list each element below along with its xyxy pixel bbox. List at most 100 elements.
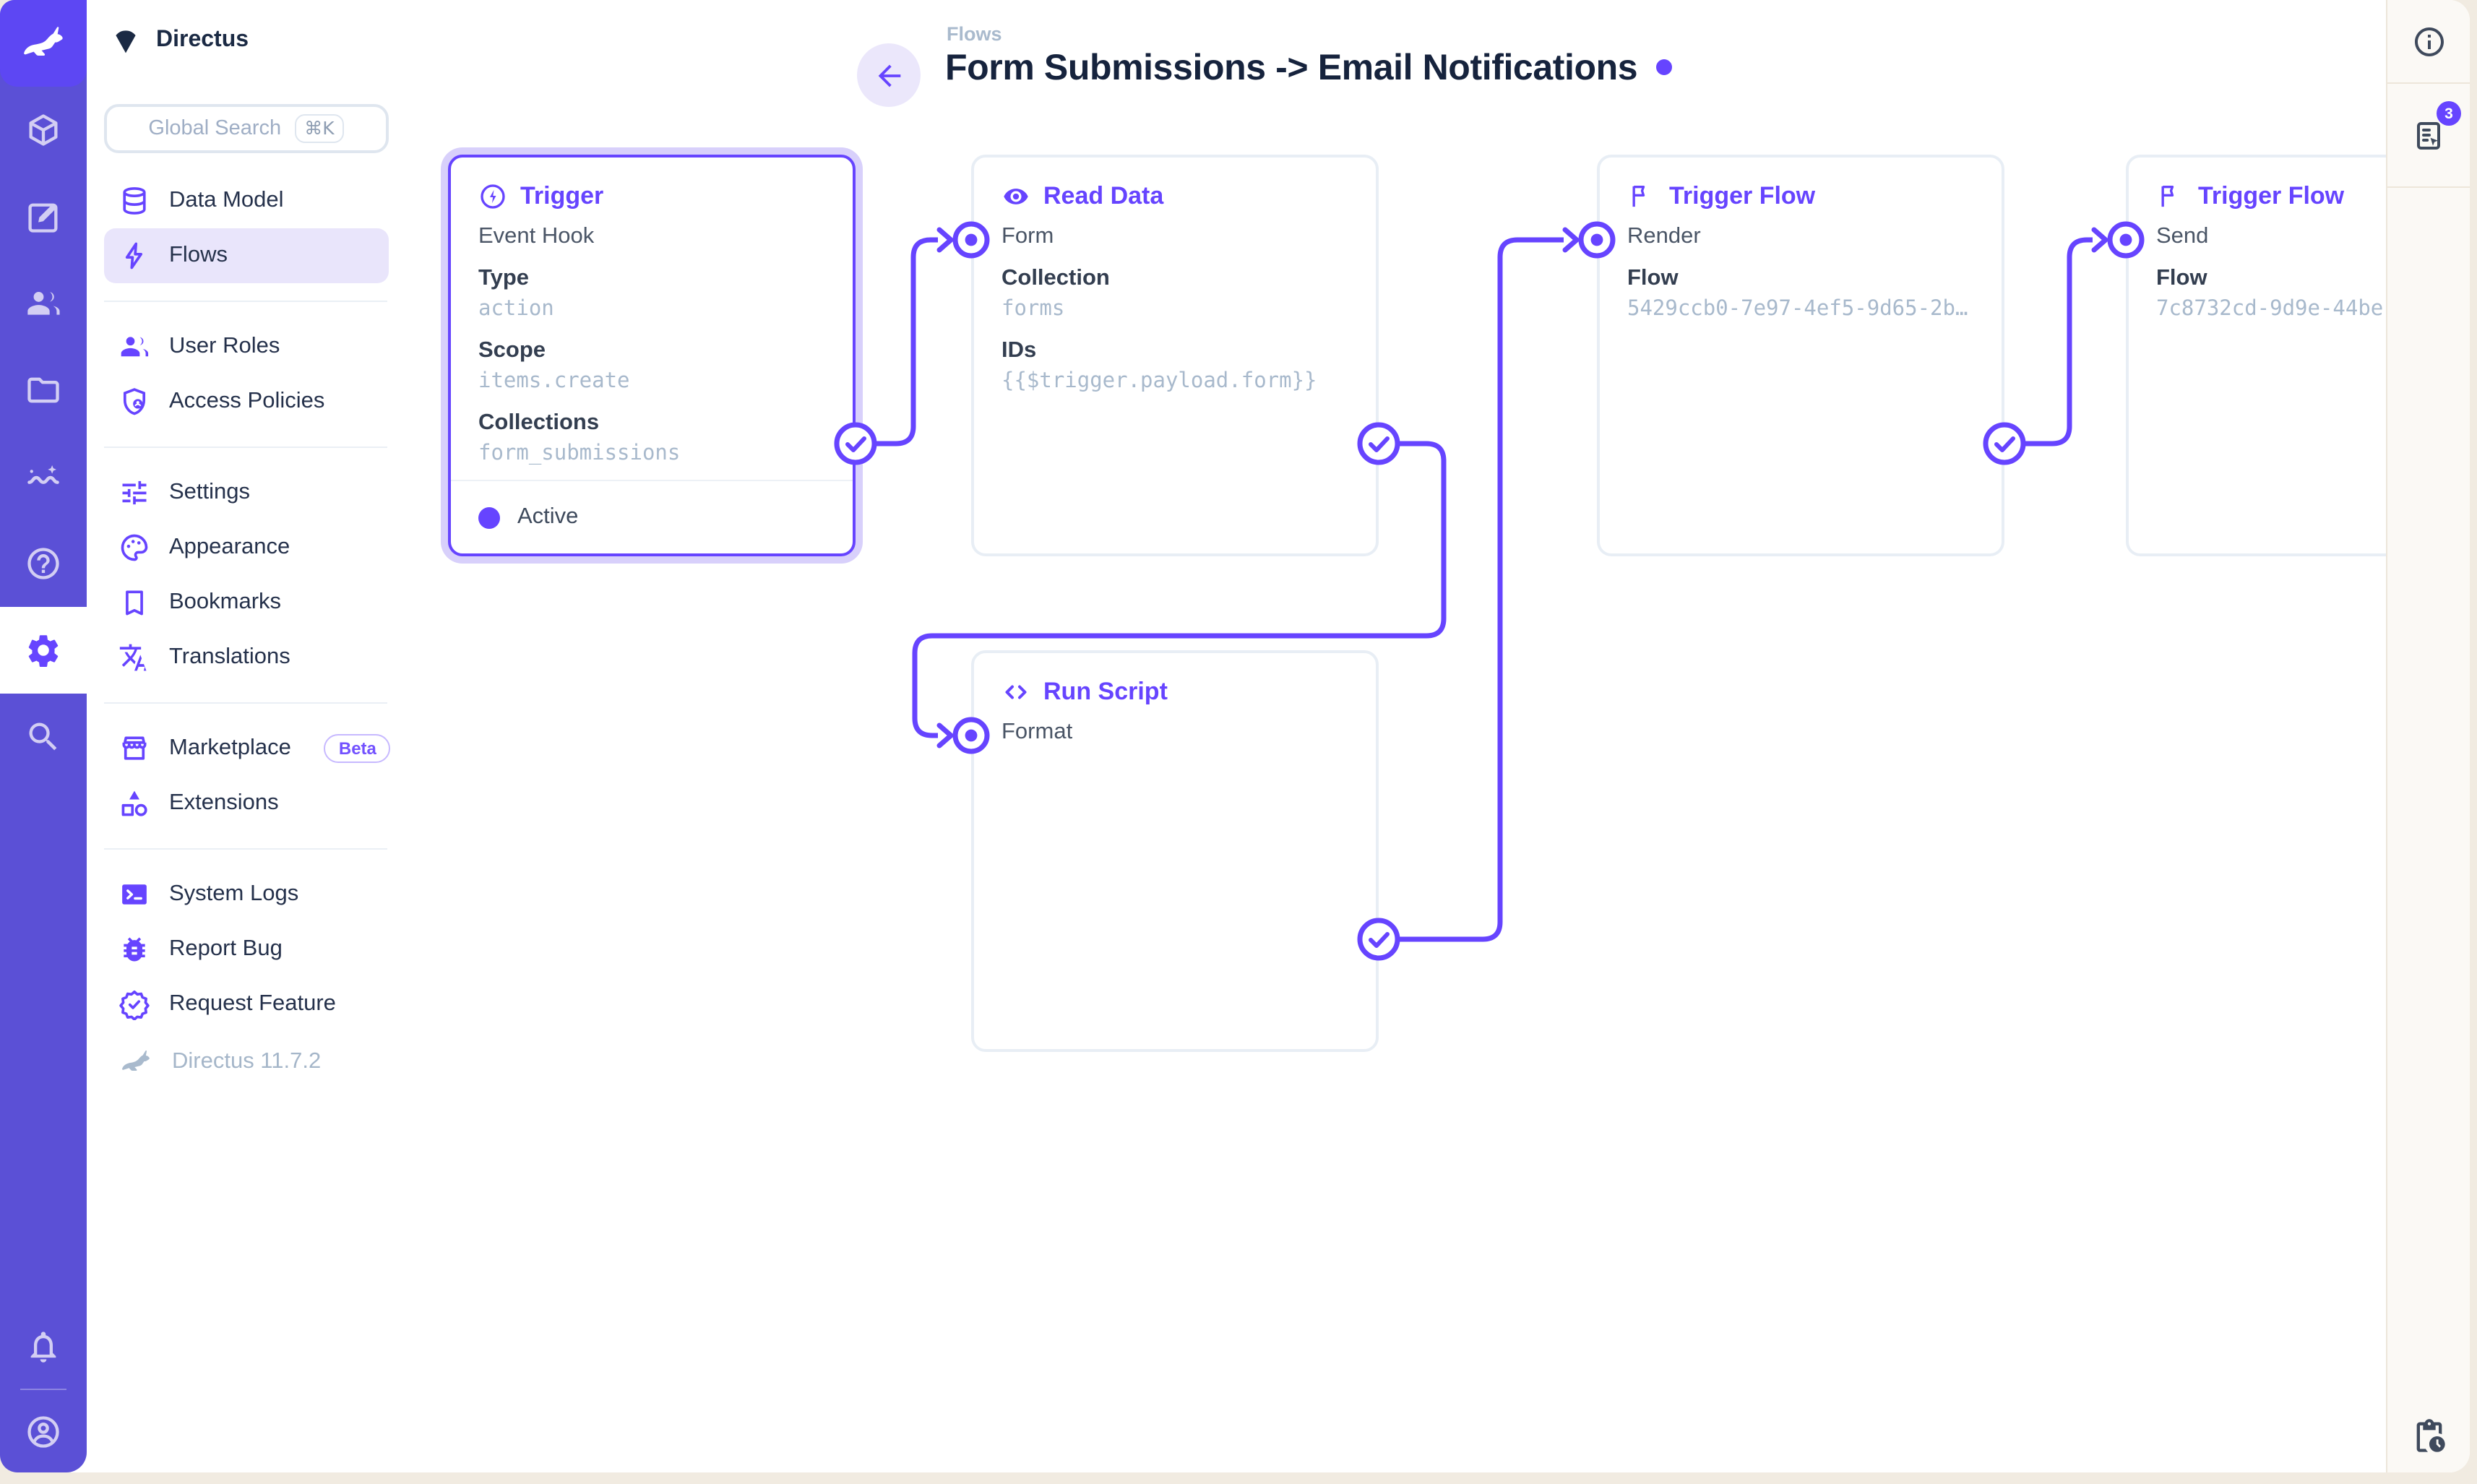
field-value: items.create: [478, 370, 630, 393]
back-button[interactable]: [857, 43, 921, 107]
project-header[interactable]: Directus: [87, 0, 405, 81]
sidebar-item-label: Translations: [169, 644, 290, 669]
flow-canvas[interactable]: Trigger Event Hook Type action Scope ite…: [405, 0, 2386, 1472]
arrow-back-icon: [877, 64, 900, 87]
translate-icon: [119, 644, 147, 671]
user-avatar[interactable]: [0, 1389, 87, 1472]
node-name: Send: [2156, 224, 2209, 249]
module-content[interactable]: [0, 87, 87, 173]
sidebar-info-button[interactable]: [2387, 0, 2470, 84]
status-dot: [478, 506, 500, 528]
sidebar-logs-button[interactable]: 3: [2387, 84, 2470, 188]
sidebar-item-system-logs[interactable]: System Logs: [104, 867, 389, 922]
arrowhead-icon: [2091, 227, 2108, 253]
node-name: Event Hook: [478, 224, 595, 249]
project-logo-icon: [116, 30, 136, 53]
arrowhead-icon: [936, 722, 954, 749]
flow-node-trigger-flow-send[interactable]: Trigger Flow Send Flow 7c8732cd-9d9e-44b…: [2126, 155, 2386, 556]
field-value: form_submissions: [478, 442, 681, 465]
info-icon: [2415, 27, 2444, 56]
flow-node-read-data[interactable]: Read Data Form Collection forms IDs {{$t…: [971, 155, 1379, 556]
sidebar-item-flows[interactable]: Flows: [104, 228, 389, 283]
module-users[interactable]: [0, 260, 87, 347]
directus-logo[interactable]: [0, 0, 87, 87]
module-help[interactable]: [0, 520, 87, 607]
module-settings[interactable]: [0, 607, 87, 694]
seal-check-icon: [119, 990, 150, 1020]
revisions-button[interactable]: [2387, 1418, 2470, 1455]
node-title: Trigger Flow: [2198, 182, 2345, 210]
storefront-icon: [122, 736, 147, 760]
flow-node-run-script[interactable]: Run Script Format: [971, 650, 1379, 1052]
sidebar-item-settings[interactable]: Settings: [104, 465, 389, 520]
code-icon: [1005, 685, 1027, 699]
sidebar-item-label: Settings: [169, 480, 251, 504]
bolt-icon: [125, 242, 142, 269]
sidebar-item-label: Extensions: [169, 790, 279, 815]
page-title: Form Submissions -> Email Notifications: [945, 48, 1673, 90]
field-value: forms: [1001, 298, 1065, 321]
module-files[interactable]: [0, 347, 87, 433]
rabbit-icon: [122, 1050, 150, 1071]
notification-count-badge: 3: [2437, 101, 2461, 126]
nav-divider: [104, 447, 387, 448]
bolt-circle-icon: [481, 184, 505, 209]
edit-square-icon: [28, 203, 58, 233]
flag-icon: [2161, 186, 2174, 207]
flow-node-trigger-flow-render[interactable]: Trigger Flow Render Flow 5429ccb0-7e97-4…: [1597, 155, 2004, 556]
database-icon: [123, 187, 146, 215]
clipboard-clock-icon: [2416, 1419, 2445, 1452]
node-name: Format: [1001, 720, 1073, 744]
node-title: Read Data: [1043, 182, 1164, 210]
module-insights[interactable]: [0, 433, 87, 520]
sidebar-item-label: Data Model: [169, 188, 284, 212]
tune-icon: [122, 480, 147, 505]
folder-icon: [27, 377, 59, 403]
sidebar-item-appearance[interactable]: Appearance: [104, 520, 389, 575]
sidebar-item-label: Request Feature: [169, 991, 336, 1016]
palette-icon: [121, 534, 148, 561]
sidebar-item-access-policies[interactable]: Access Policies: [104, 374, 389, 429]
gear-icon: [28, 635, 59, 667]
global-search-input[interactable]: Global Search ⌘K: [104, 104, 389, 153]
field-label: Scope: [478, 338, 546, 363]
nav-list: Data Model Flows User Roles Access Polic…: [87, 173, 405, 1090]
module-bar: [0, 0, 87, 1472]
people-icon: [121, 337, 149, 357]
people-icon: [27, 291, 60, 315]
navigation-sidebar: Directus Global Search ⌘K Data Model Flo…: [87, 0, 406, 1472]
sidebar-item-report-bug[interactable]: Report Bug: [104, 922, 389, 977]
arrowhead-icon: [936, 227, 954, 253]
sidebar-item-marketplace[interactable]: Marketplace Beta: [104, 721, 391, 776]
nav-divider: [104, 301, 387, 302]
sidebar-item-label: System Logs: [169, 881, 299, 906]
module-search[interactable]: [0, 694, 87, 780]
sidebar-item-extensions[interactable]: Extensions: [104, 776, 389, 831]
search-shortcut-badge: ⌘K: [294, 114, 345, 143]
search-placeholder: Global Search: [148, 117, 282, 140]
sidebar-item-user-roles[interactable]: User Roles: [104, 319, 389, 374]
rabbit-icon: [24, 27, 63, 56]
node-title: Trigger: [520, 182, 604, 210]
sidebar-item-bookmarks[interactable]: Bookmarks: [104, 575, 389, 630]
module-editor[interactable]: [0, 173, 87, 260]
sidebar-item-data-model[interactable]: Data Model: [104, 173, 389, 228]
terminal-icon: [122, 884, 147, 905]
sidebar-item-label: Bookmarks: [169, 590, 282, 614]
breadcrumb[interactable]: Flows: [947, 23, 1002, 45]
nav-divider: [104, 702, 387, 704]
sidebar-item-label: User Roles: [169, 334, 280, 358]
sidebar-item-request-feature[interactable]: Request Feature: [104, 977, 389, 1032]
node-title: Run Script: [1043, 678, 1168, 705]
field-label: Type: [478, 266, 530, 290]
flag-icon: [1632, 186, 1645, 207]
field-value: 7c8732cd-9d9e-44be: [2156, 298, 2384, 321]
notifications-button[interactable]: [0, 1303, 87, 1390]
sidebar-item-translations[interactable]: Translations: [104, 630, 389, 685]
flow-node-trigger[interactable]: Trigger Event Hook Type action Scope ite…: [448, 155, 856, 556]
beta-badge: Beta: [324, 734, 391, 763]
arrowhead-icon: [1562, 227, 1580, 253]
field-value: action: [478, 298, 554, 321]
field-label: Collection: [1001, 266, 1110, 290]
version-label: Directus 11.7.2: [172, 1049, 322, 1074]
